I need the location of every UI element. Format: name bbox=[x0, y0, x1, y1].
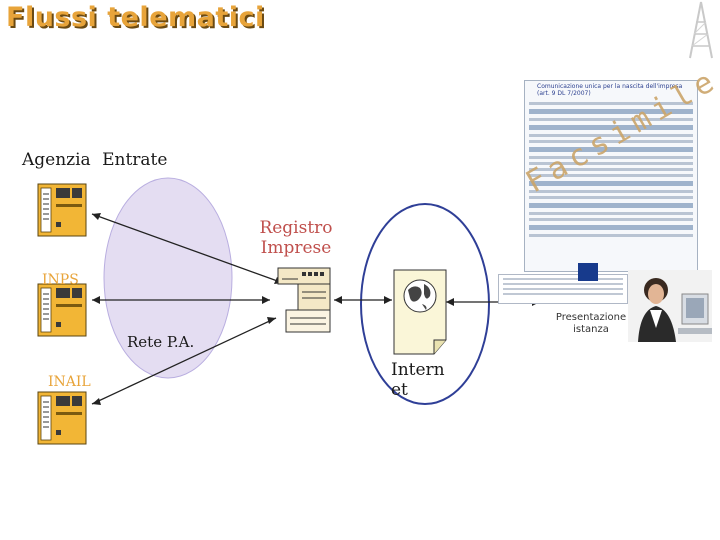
label-inail: INAIL bbox=[48, 374, 91, 390]
form-line bbox=[529, 140, 693, 143]
server-icon-inps bbox=[37, 283, 87, 337]
form-line bbox=[529, 134, 693, 137]
internet-ellipse bbox=[360, 203, 490, 405]
form-line bbox=[529, 102, 693, 105]
antenna-tower-icon bbox=[689, 1, 713, 59]
arrow-inail-registro bbox=[91, 317, 277, 405]
form-section-bar bbox=[529, 225, 693, 230]
label-agenzia-entrate: Agenzia Entrate bbox=[22, 150, 168, 170]
form-section-bar bbox=[529, 181, 693, 186]
form-title: Comunicazione unica per la nascita dell'… bbox=[537, 83, 683, 97]
form-line bbox=[529, 118, 693, 121]
label-internet: Internet bbox=[391, 360, 445, 400]
istanza-blue-block bbox=[578, 263, 598, 281]
form-line bbox=[529, 168, 693, 171]
server-icon-inail bbox=[37, 391, 87, 445]
form-section-bar bbox=[529, 125, 693, 130]
server-icon-agenzia bbox=[37, 183, 87, 237]
person-photo-icon bbox=[628, 270, 712, 342]
label-rete-pa: Rete P.A. bbox=[127, 333, 195, 351]
form-line bbox=[529, 190, 693, 193]
page-title: Flussi telematici bbox=[6, 2, 265, 33]
form-section-bar bbox=[529, 203, 693, 208]
form-line bbox=[529, 196, 693, 199]
document-icon-registro bbox=[277, 267, 331, 333]
form-line bbox=[529, 218, 693, 221]
form-line bbox=[529, 162, 693, 165]
arrow-agenzia-registro bbox=[91, 213, 284, 284]
label-inps: INPS bbox=[42, 272, 79, 288]
form-section-bar bbox=[529, 109, 693, 114]
istanza-form-thumbnail bbox=[498, 274, 628, 304]
rete-pa-ellipse bbox=[103, 177, 233, 379]
label-presentazione-istanza: Presentazione istanza bbox=[555, 312, 627, 335]
form-line bbox=[529, 156, 693, 159]
label-registro-imprese: Registro Imprese bbox=[259, 218, 333, 258]
form-document: Comunicazione unica per la nascita dell'… bbox=[524, 80, 698, 272]
form-section-bar bbox=[529, 147, 693, 152]
form-line bbox=[529, 234, 693, 237]
form-line bbox=[529, 174, 693, 177]
form-line bbox=[529, 212, 693, 215]
globe-document-icon bbox=[393, 269, 447, 355]
